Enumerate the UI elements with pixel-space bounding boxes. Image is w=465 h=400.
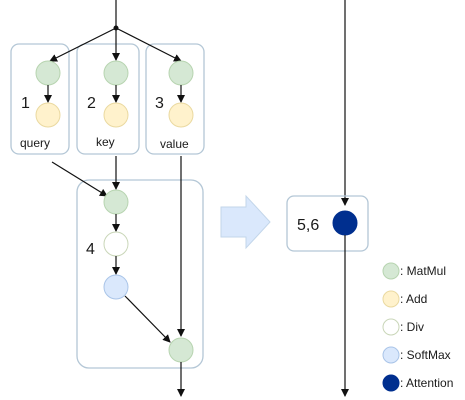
step-3-label: 3	[155, 95, 164, 112]
fusion-transform-arrow	[220, 194, 271, 250]
key-add-node	[103, 102, 129, 128]
div-node	[103, 231, 129, 257]
legend-swatch-0	[382, 262, 400, 280]
legend-label-3: : SoftMax	[400, 348, 451, 362]
legend-swatch-4	[382, 374, 400, 392]
legend: : MatMul : Add : Div : SoftMax : Attention	[382, 262, 453, 392]
step-4-label: 4	[86, 241, 95, 258]
fused-group-box	[286, 195, 369, 252]
step-1-label: 1	[21, 95, 30, 112]
unfused-graph: 1 query 2 key 3 value 4	[10, 0, 205, 397]
key-matmul-node	[103, 60, 129, 86]
query-matmul-node	[35, 60, 61, 86]
legend-label-0: : MatMul	[400, 264, 446, 278]
split-to-query-edge	[49, 27, 117, 62]
value-add-node	[168, 102, 194, 128]
value-group-box	[145, 43, 205, 155]
legend-swatch-2	[382, 318, 400, 336]
value-matmul-node	[168, 60, 194, 86]
softmax-node	[103, 274, 129, 300]
fused-graph: 5,6	[286, 0, 369, 397]
attention-core-group-box	[76, 179, 204, 369]
softmax-to-output-matmul-edge	[124, 295, 171, 343]
query-group-box	[10, 43, 70, 155]
key-label: key	[96, 135, 115, 149]
query-label: query	[20, 136, 50, 150]
legend-label-4: : Attention	[400, 376, 453, 390]
query-add-node	[35, 102, 61, 128]
legend-label-2: : Div	[400, 320, 424, 334]
legend-swatch-3	[382, 346, 400, 364]
split-to-value-edge	[115, 27, 182, 62]
fused-step-label: 5,6	[297, 217, 319, 234]
legend-label-1: : Add	[400, 292, 427, 306]
output-matmul-node	[168, 337, 194, 363]
legend-swatch-1	[382, 290, 400, 308]
key-group-box	[76, 43, 140, 155]
step-2-label: 2	[87, 95, 96, 112]
qk-matmul-node	[103, 189, 129, 215]
query-to-qk-matmul-edge	[51, 161, 108, 197]
value-label: value	[160, 137, 189, 151]
attention-node	[332, 210, 358, 236]
